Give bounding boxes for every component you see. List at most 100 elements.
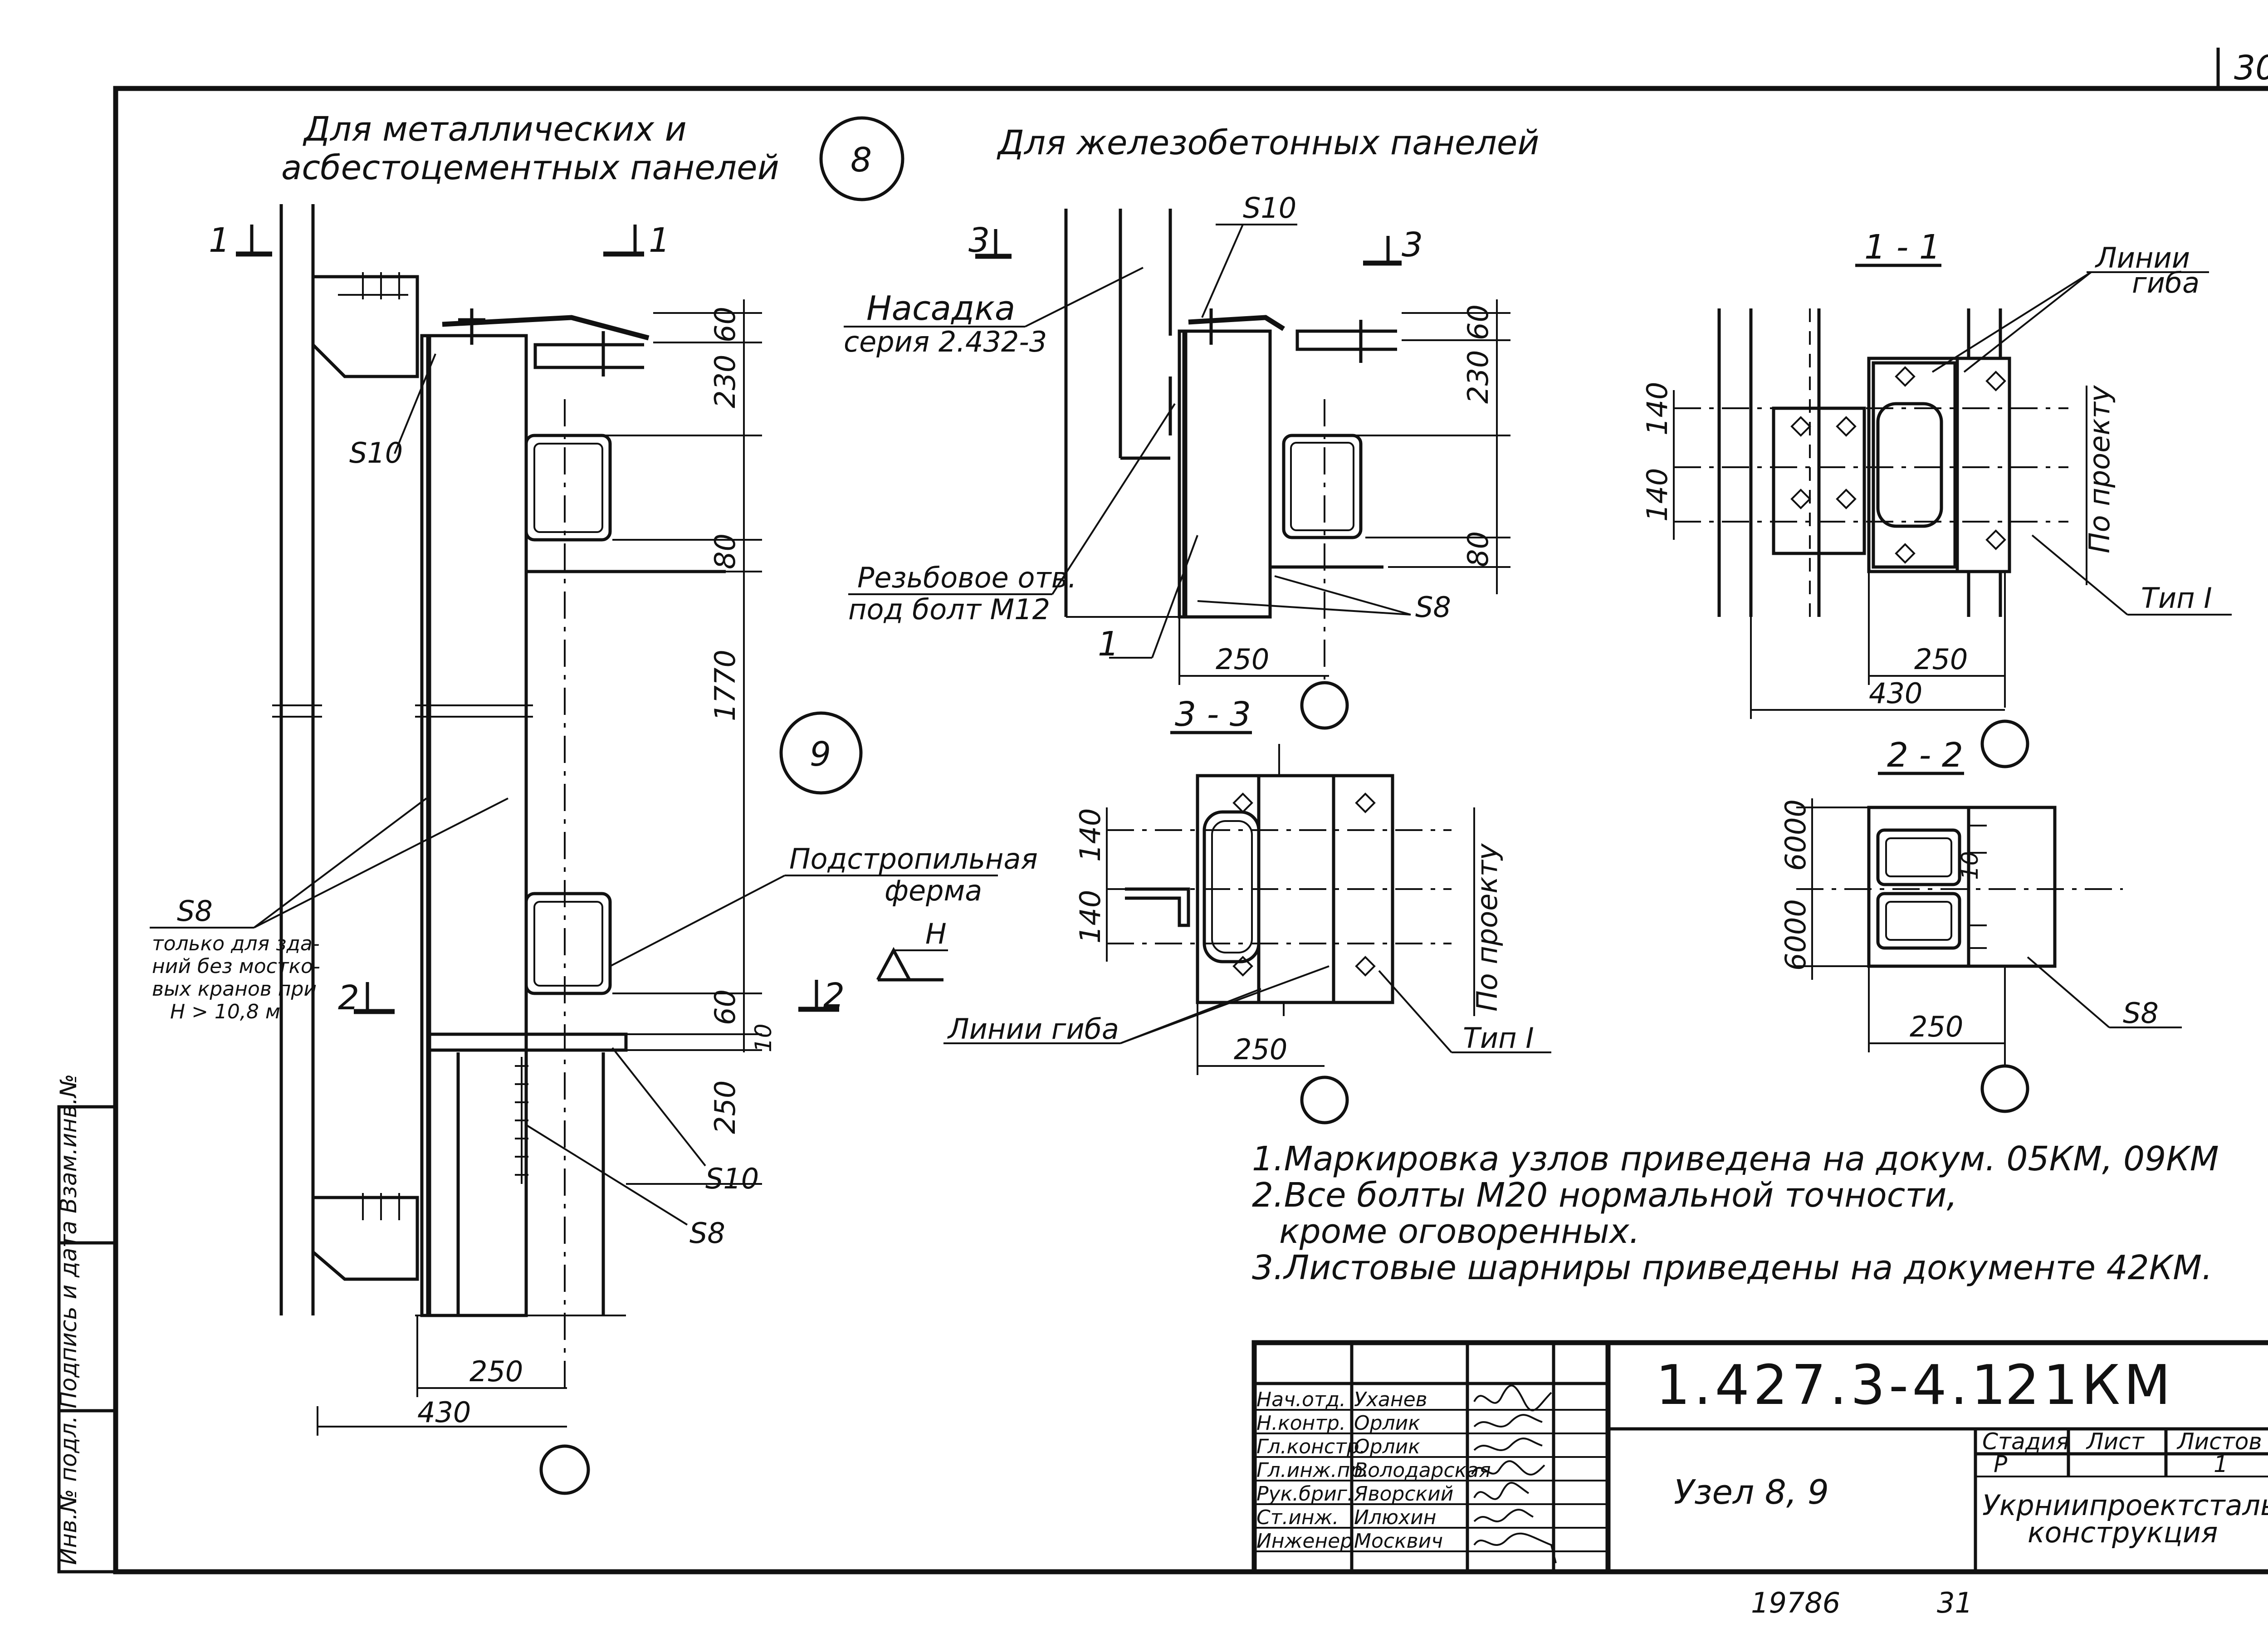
tb-name-5: Яворский [1354, 1482, 1453, 1506]
tb-doc-mark: 21КМ [2005, 1354, 2174, 1417]
label-11-bend-line2: гиба [2132, 266, 2200, 299]
dim-11-140-bottom: 140 [1641, 468, 1674, 522]
section-mark-1-left: 1 [209, 221, 230, 260]
note-1: 1.Маркировка узлов приведена на докум. 0… [1252, 1139, 2219, 1178]
dim-rc-250: 250 [1216, 643, 1269, 676]
side-stamp-text: Инв.№ подл. Подпись и дата Взам.инв.№ [55, 1074, 82, 1565]
dim-22-6000-top: 6000 [1779, 799, 1812, 871]
section-2-2-title: 2 - 2 [1887, 736, 1963, 775]
dim-11-140-top: 140 [1641, 382, 1674, 435]
label-33-bend-lines: Линии гиба [947, 1012, 1119, 1046]
dim-250-vertical: 250 [709, 1080, 742, 1134]
tb-stage-value: Р [1994, 1451, 2008, 1477]
tb-name-6: Илюхин [1354, 1506, 1436, 1529]
section-1-1-title: 1 - 1 [1864, 228, 1941, 267]
label-nasadka-line1: Насадка [866, 289, 1015, 328]
tb-name-2: Орлик [1354, 1412, 1420, 1435]
tb-sheet-header: Лист [2086, 1428, 2145, 1455]
label-33-type1: Тип I [1463, 1022, 1534, 1055]
section-2-2: 2 - 2 6000 6000 10 S8 250 [1779, 736, 2182, 1113]
caption-metal-panels-line1: Для металлических и [303, 110, 687, 149]
dim-22-6000-bottom: 6000 [1779, 899, 1812, 971]
label-truss-line2: ферма [885, 874, 982, 907]
dim-11-250: 250 [1914, 643, 1968, 676]
dim-60-bottom: 60 [709, 989, 742, 1025]
caption-rc-panels: Для железобетонных панелей [997, 123, 1539, 162]
dim-rc-80: 80 [1461, 531, 1495, 567]
tb-stage-header: Стадия [1982, 1428, 2069, 1455]
rc-elevation: 3 3 S10 Насадка серия 2.432-3 Резьбовое … [844, 191, 1510, 730]
dim-rc-230: 230 [1461, 350, 1495, 404]
tb-role-5: Рук.бриг. [1256, 1482, 1354, 1506]
section-3-3: 3 - 3 140 140 По проекту Линии гиба Тип … [943, 695, 1551, 1124]
node-marker-8: 8 [819, 116, 904, 201]
node-8-number: 8 [850, 141, 872, 180]
label-11-by-project: По проекту [2083, 385, 2116, 553]
section-mark-2-right: 2 [823, 976, 845, 1015]
page-number: 30 [2234, 49, 2268, 88]
tb-organization-line2: конструкция [2028, 1516, 2218, 1549]
dim-22-10: 10 [1957, 851, 1983, 880]
dim-250-bottom: 250 [469, 1355, 523, 1388]
tb-sheets-value: 1 [2214, 1451, 2228, 1477]
section-mark-2-left: 2 [338, 978, 359, 1017]
section-mark-3-right: 3 [1402, 225, 1423, 264]
tb-role-1: Нач.отд. [1256, 1388, 1346, 1411]
label-s8-rc: S8 [1415, 591, 1451, 624]
footer-copy-number: 31 [1937, 1586, 1973, 1619]
dim-33-140-top: 140 [1074, 808, 1107, 862]
label-s10-rc: S10 [1243, 191, 1296, 225]
dim-11-430: 430 [1869, 677, 1922, 710]
s8-note-line3: вых кранов при [152, 978, 317, 1001]
section-mark-3-left: 3 [968, 221, 990, 260]
node-marker-9: 9 [779, 711, 863, 795]
tb-role-7: Инженер [1256, 1530, 1353, 1553]
section-3-3-title: 3 - 3 [1175, 695, 1251, 734]
dim-33-140-bottom: 140 [1074, 890, 1107, 944]
label-11-type1: Тип I [2141, 582, 2212, 615]
section-1-1: 1 - 1 140 140 По проекту Линии гиба Тип … [1641, 228, 2232, 768]
dim-80: 80 [709, 533, 742, 569]
dim-33-250: 250 [1234, 1033, 1287, 1066]
dim-rc-60: 60 [1461, 304, 1495, 340]
section-mark-1-right: 1 [649, 221, 670, 260]
s8-note-line4: H > 10,8 м [170, 1000, 280, 1023]
sheet-frame: 30 [113, 48, 2268, 1574]
dim-1770: 1770 [709, 650, 742, 721]
tb-role-2: Н.контр. [1256, 1412, 1346, 1435]
node-9-number: 9 [810, 735, 831, 774]
dim-22-250: 250 [1910, 1010, 1963, 1043]
caption-metal-panels-line2: асбестоцементных панелей [281, 148, 779, 187]
tb-name-7: Москвич [1354, 1530, 1443, 1553]
label-s10-lower: S10 [705, 1162, 759, 1195]
label-thread-line2: под болт М12 [848, 593, 1050, 626]
notes: 1.Маркировка узлов приведена на докум. 0… [1252, 1139, 2219, 1287]
label-s8-lower: S8 [689, 1217, 725, 1250]
label-33-by-project: По проекту [1471, 843, 1504, 1012]
label-truss-line1: Подстропильная [789, 842, 1038, 875]
label-thread-line1: Резьбовое отв. [857, 561, 1077, 594]
tb-name-3: Орлик [1354, 1435, 1420, 1458]
tb-role-6: Ст.инж. [1256, 1506, 1339, 1529]
title-block: 1.427.3-4.1 21КМ Узел 8, 9 Стадия Лист Л… [1251, 1340, 2268, 1574]
s8-note-line2: ний без мостко- [152, 955, 320, 978]
dim-10: 10 [750, 1023, 777, 1052]
note-2: 2.Все болты М20 нормальной точности, [1252, 1176, 1957, 1215]
footer-archive-number: 19786 [1751, 1586, 1840, 1619]
note-2-cont: кроме оговоренных. [1279, 1212, 1640, 1251]
side-stamp: Инв.№ подл. Подпись и дата Взам.инв.№ [55, 1074, 117, 1574]
tb-sheets-header: Листов [2176, 1428, 2262, 1455]
tb-title: Узел 8, 9 [1674, 1473, 1829, 1512]
tb-role-4: Гл.инж.пр. [1256, 1459, 1369, 1482]
dim-230: 230 [709, 355, 742, 408]
tb-name-1: Уханев [1354, 1388, 1427, 1411]
label-22-s8: S8 [2123, 997, 2159, 1030]
signatures [1471, 1384, 1557, 1564]
label-nasadka-line2: серия 2.432-3 [844, 325, 1047, 358]
tb-doc-code: 1.427.3-4.1 [1656, 1354, 2009, 1417]
label-11-bend-line1: Линии [2095, 241, 2190, 274]
dim-60-top: 60 [709, 307, 742, 342]
tb-name-4: Володарская [1354, 1459, 1491, 1482]
main-elevation: 1 1 2 2 H 60 230 80 1770 60 10 250 [150, 204, 1038, 1495]
